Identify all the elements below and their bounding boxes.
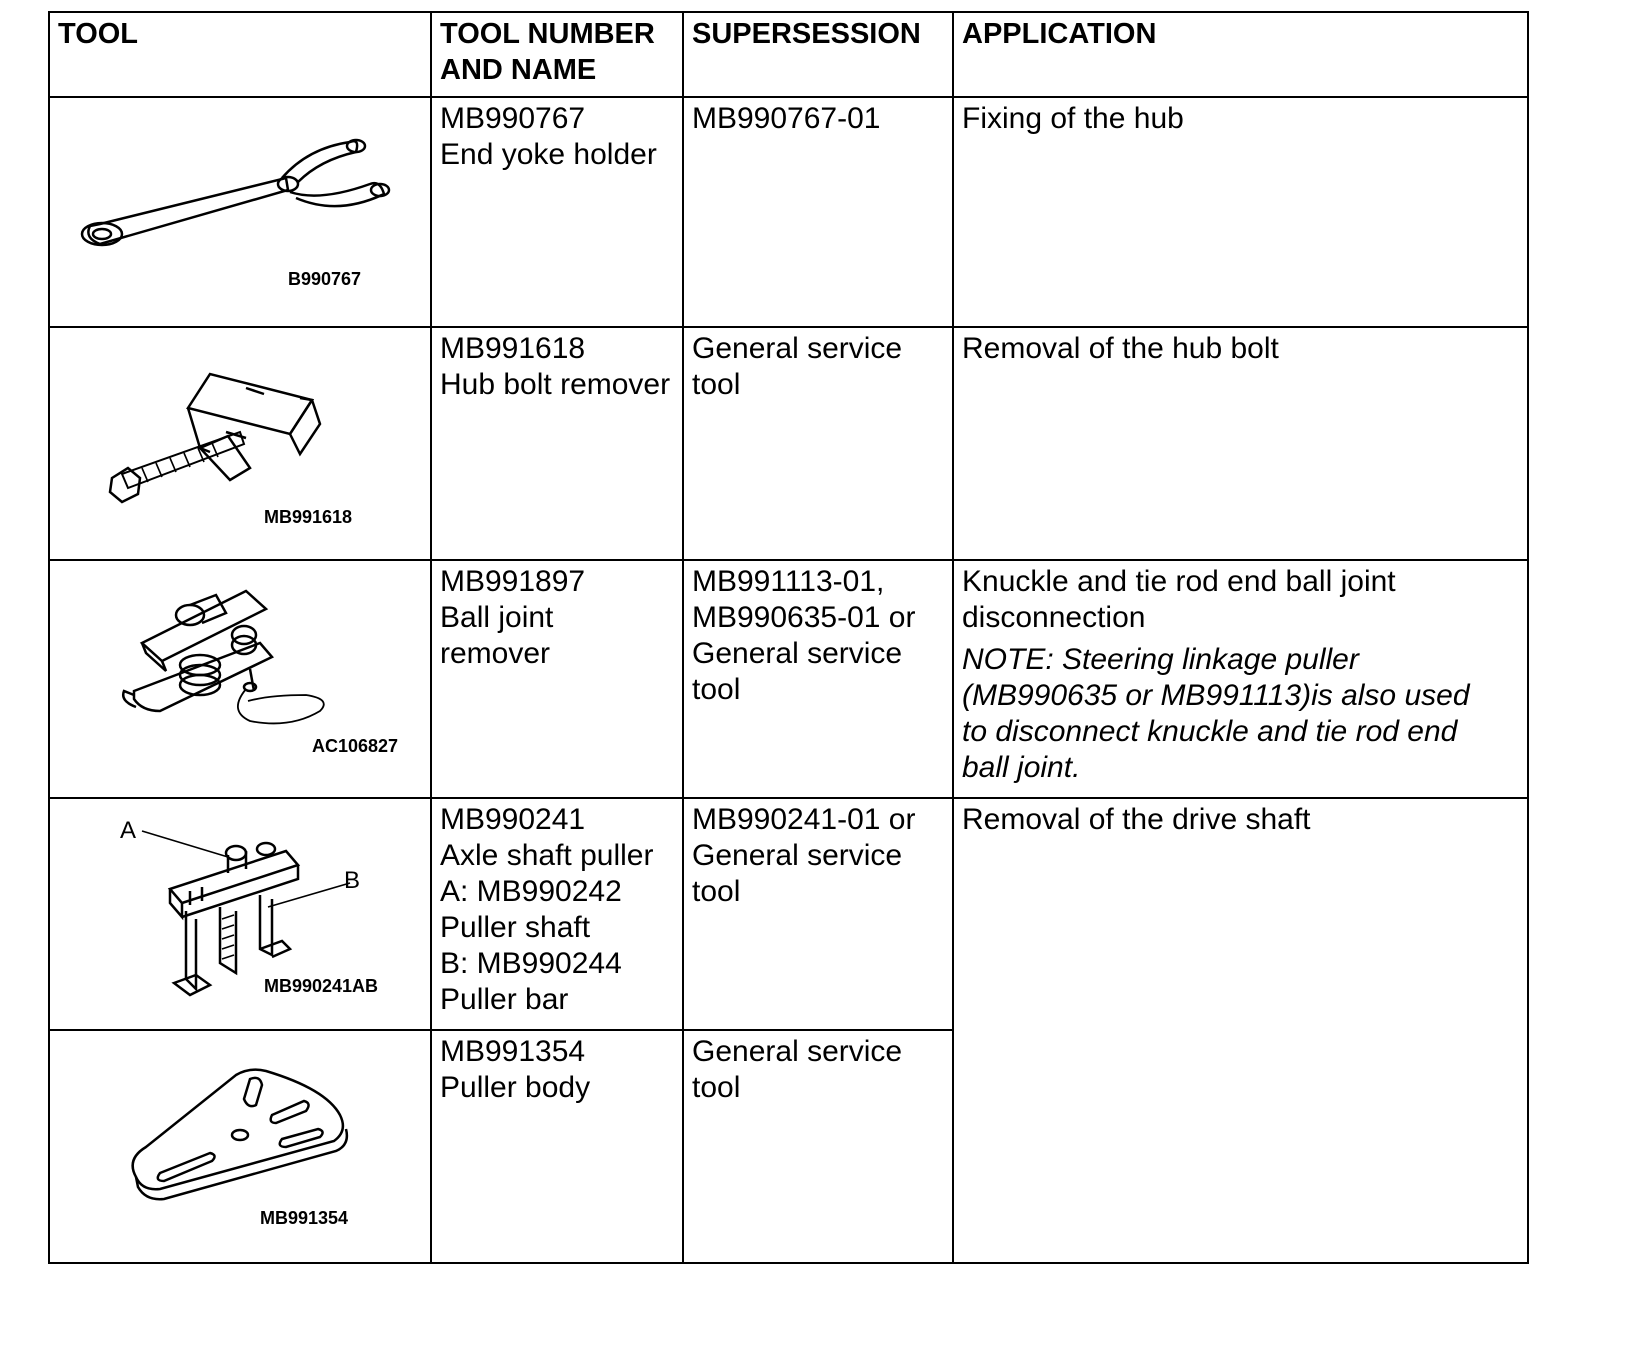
header-application: APPLICATION [952, 11, 1529, 98]
header-supersession: SUPERSESSION [682, 11, 954, 98]
supersession-cell: General service tool [682, 1029, 954, 1264]
tool-image-cell: B990767 [48, 96, 432, 328]
text-line: disconnection [962, 601, 1146, 634]
text-line: General service [692, 1035, 903, 1068]
application-cell: Removal of the drive shaft [952, 797, 1529, 1264]
tool-image-caption: AC106827 [312, 736, 399, 756]
note-line: (MB990635 or MB991113)is also used [962, 679, 1470, 712]
hub-bolt-remover-illustration [108, 372, 322, 504]
table-row: AC106827 MB991897 Ball joint remover MB9… [48, 559, 1529, 799]
application-cell: Fixing of the hub [952, 96, 1529, 328]
supersession-cell: MB990241-01 or General service tool [682, 797, 954, 1031]
table-row: A B MB990241AB MB990241 Axle shaft pulle… [48, 797, 1529, 1264]
supersession-cell: General service tool [682, 326, 954, 561]
tool-image-caption: B990767 [288, 269, 362, 289]
text-line: Hub bolt remover [440, 368, 671, 401]
tool-image-caption: MB990241AB [264, 976, 379, 996]
supersession-cell: MB990767-01 [682, 96, 954, 328]
tool-number-name-cell: MB991354 Puller body [430, 1029, 684, 1264]
note-line: NOTE: Steering linkage puller [962, 643, 1359, 676]
text-line: tool [692, 875, 741, 908]
text-line: General service [692, 839, 903, 872]
text-line: MB991897 [440, 565, 586, 598]
tool-number-name-cell: MB990241 Axle shaft puller A: MB990242 P… [430, 797, 684, 1031]
text-line: MB991113-01, [692, 565, 885, 598]
ball-joint-remover-illustration [122, 589, 325, 725]
callout-label-b: B [344, 867, 361, 894]
text-line: Puller body [440, 1071, 591, 1104]
text-line: A: MB990242 [440, 875, 622, 908]
puller-body-illustration [131, 1068, 349, 1201]
header-line: TOOL NUMBER [440, 18, 655, 50]
note-line: to disconnect knuckle and tie rod end [962, 715, 1458, 748]
text-line: tool [692, 368, 741, 401]
table-row: MB991618 MB991618 Hub bolt remover Gener… [48, 326, 1529, 561]
table-header-row: TOOL TOOL NUMBER AND NAME SUPERSESSION A… [48, 11, 1529, 98]
tool-image-caption: MB991618 [264, 507, 353, 527]
text-line: MB990767-01 [692, 102, 881, 135]
application-cell: Knuckle and tie rod end ball joint disco… [952, 559, 1529, 799]
tool-image-cell: MB991618 [48, 326, 432, 561]
text-line: remover [440, 637, 551, 670]
tool-image-cell: AC106827 [48, 559, 432, 799]
text-line: tool [692, 1071, 741, 1104]
text-line: Axle shaft puller [440, 839, 654, 872]
text-line: MB991618 [440, 332, 586, 365]
note-line: ball joint. [962, 751, 1081, 784]
text-line: MB990767 [440, 102, 586, 135]
tool-image-caption: MB991354 [260, 1208, 349, 1228]
header-line: AND NAME [440, 54, 597, 86]
tool-number-name-cell: MB991618 Hub bolt remover [430, 326, 684, 561]
text-line: Ball joint [440, 601, 554, 634]
text-line: General service [692, 332, 903, 365]
callout-label-a: A [120, 817, 137, 844]
application-cell: Removal of the hub bolt [952, 326, 1529, 561]
tool-number-name-cell: MB991897 Ball joint remover [430, 559, 684, 799]
header-tool-number-and-name: TOOL NUMBER AND NAME [430, 11, 684, 98]
table-row: B990767 MB990767 End yoke holder MB99076… [48, 96, 1529, 328]
application-note: NOTE: Steering linkage puller (MB990635 … [962, 642, 1519, 786]
text-line: General service [692, 637, 903, 670]
text-line: Knuckle and tie rod end ball joint [962, 565, 1396, 598]
text-line: End yoke holder [440, 138, 657, 171]
text-line: tool [692, 673, 741, 706]
text-line: MB991354 [440, 1035, 586, 1068]
axle-shaft-puller-illustration [141, 830, 351, 997]
text-line: MB990241-01 or [692, 803, 916, 836]
text-line: MB990635-01 or [692, 601, 916, 634]
header-tool: TOOL [48, 11, 432, 98]
text-line: B: MB990244 [440, 947, 622, 980]
supersession-cell: MB991113-01, MB990635-01 or General serv… [682, 559, 954, 799]
text-line: Puller shaft [440, 911, 591, 944]
tool-image-cell: MB991354 [48, 1029, 432, 1264]
text-line: MB990241 [440, 803, 586, 836]
text-line: Puller bar [440, 983, 569, 1016]
tool-image-cell: A B MB990241AB [48, 797, 432, 1031]
table-row: MB991354 MB991354 Puller body General se… [48, 1029, 1528, 1264]
end-yoke-holder-illustration [80, 138, 391, 247]
special-tools-table: TOOL TOOL NUMBER AND NAME SUPERSESSION A… [48, 11, 1529, 1264]
tool-number-name-cell: MB990767 End yoke holder [430, 96, 684, 328]
